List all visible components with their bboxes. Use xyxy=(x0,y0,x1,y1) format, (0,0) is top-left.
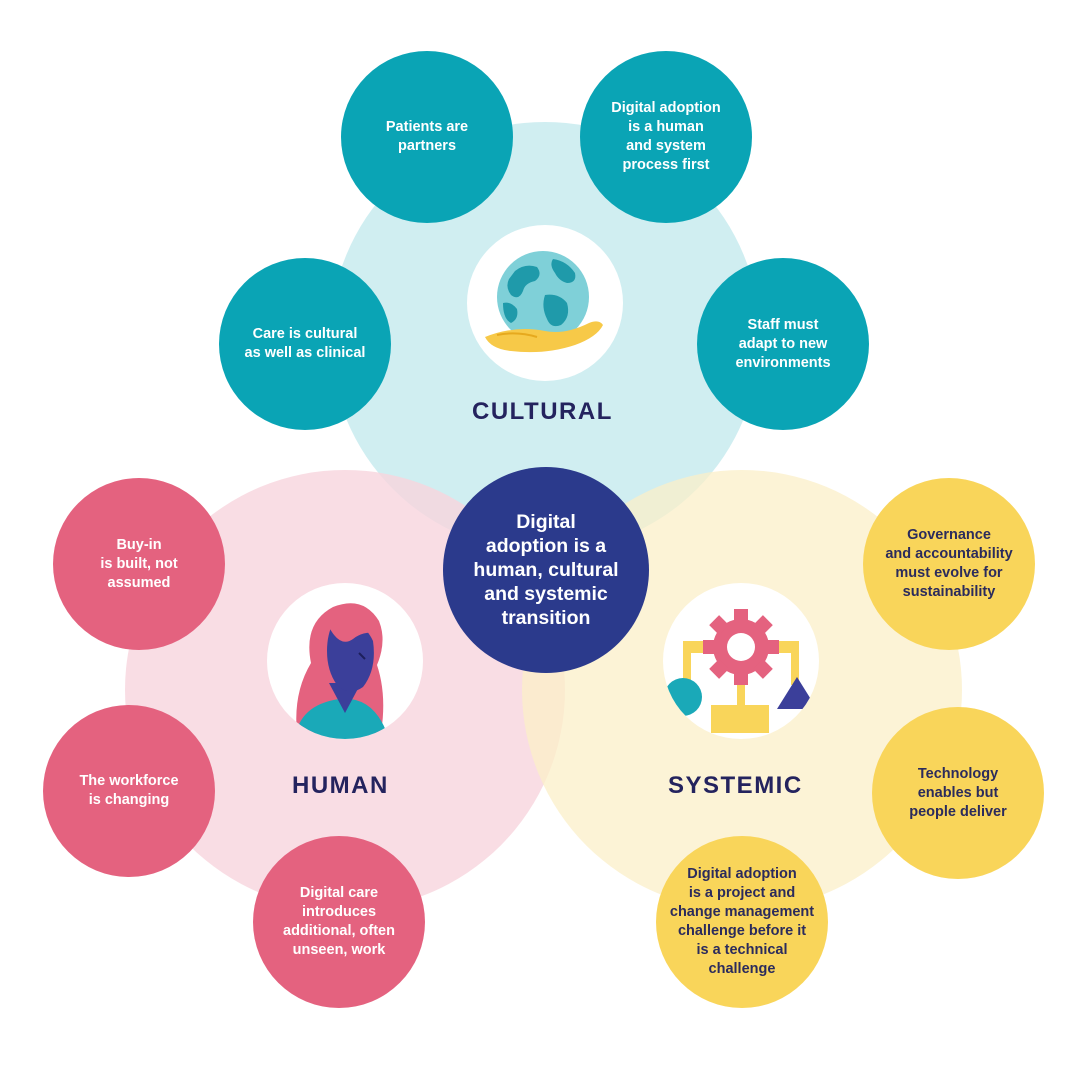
systemic-item-1: Governance and accountability must evolv… xyxy=(863,478,1035,650)
systemic-item-2: Technology enables but people deliver xyxy=(872,707,1044,879)
human-item-2-text: The workforce is changing xyxy=(79,773,179,808)
globe-in-hand-icon xyxy=(467,225,623,381)
center-circle: Digital adoption is a human, cultural an… xyxy=(443,467,649,673)
systemic-item-2-text: Technology enables but people deliver xyxy=(909,765,1007,820)
human-item-3-text: Digital care introduces additional, ofte… xyxy=(283,885,395,958)
cultural-item-4-text: Staff must adapt to new environments xyxy=(735,316,831,371)
center-text: Digital adoption is a human, cultural an… xyxy=(473,511,619,629)
cultural-item-2: Digital adoption is a human and system p… xyxy=(580,51,752,223)
cultural-item-3-text: Care is cultural as well as clinical xyxy=(244,326,366,361)
human-item-1: Buy-in is built, not assumed xyxy=(53,478,225,650)
cultural-item-2-text: Digital adoption is a human and system p… xyxy=(611,100,721,173)
cultural-item-3: Care is cultural as well as clinical xyxy=(219,258,391,430)
human-label: HUMAN xyxy=(292,772,389,799)
cultural-item-1-text: Patients are partners xyxy=(385,119,469,154)
gear-system-icon xyxy=(663,583,819,739)
systemic-item-3: Digital adoption is a project and change… xyxy=(656,836,828,1008)
systemic-label: SYSTEMIC xyxy=(668,772,803,799)
cultural-item-1: Patients are partners xyxy=(341,51,513,223)
woman-portrait-icon xyxy=(267,583,423,739)
cultural-item-4: Staff must adapt to new environments xyxy=(697,258,869,430)
systemic-item-1-text: Governance and accountability must evolv… xyxy=(885,527,1013,600)
systemic-item-3-text: Digital adoption is a project and change… xyxy=(669,866,815,977)
cultural-label: CULTURAL xyxy=(472,398,613,425)
human-item-2: The workforce is changing xyxy=(43,705,215,877)
human-item-3: Digital care introduces additional, ofte… xyxy=(253,836,425,1008)
human-item-1-text: Buy-in is built, not assumed xyxy=(100,536,178,591)
